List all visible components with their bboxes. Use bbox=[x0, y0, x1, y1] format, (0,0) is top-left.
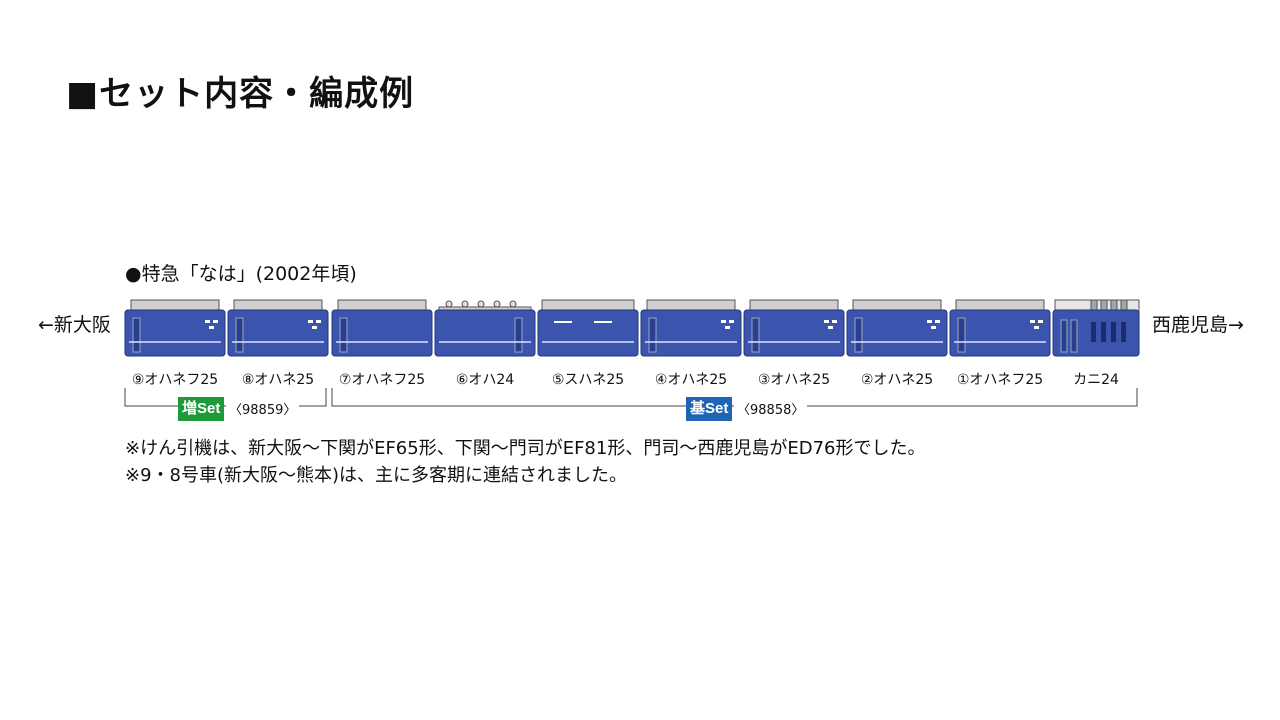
car-1 bbox=[949, 299, 1051, 357]
car-label: ⑥オハ24 bbox=[455, 372, 515, 388]
car-label: ⑦オハネフ25 bbox=[338, 372, 426, 388]
car-6 bbox=[434, 300, 536, 357]
car-label: ⑨オハネフ25 bbox=[131, 372, 219, 388]
car-label: ③オハネ25 bbox=[757, 372, 831, 388]
car-label: ②オハネ25 bbox=[860, 372, 934, 388]
note-locomotives: ※けん引機は、新大阪～下関がEF65形、下関～門司がEF81形、門司～西鹿児島が… bbox=[125, 438, 926, 459]
car-kani24 bbox=[1052, 299, 1140, 357]
car-9 bbox=[124, 299, 226, 357]
car-7 bbox=[331, 299, 433, 357]
base-set-tag: 基Set bbox=[686, 397, 733, 421]
car-2 bbox=[846, 299, 948, 357]
train-diagram bbox=[124, 299, 1140, 357]
car-label: ①オハネフ25 bbox=[956, 372, 1044, 388]
car-label: ④オハネ25 bbox=[654, 372, 728, 388]
destination-right: 西鹿児島→ bbox=[1152, 314, 1244, 336]
car-4 bbox=[640, 299, 742, 357]
add-set-number: 〈98859〉 bbox=[226, 399, 300, 418]
car-5 bbox=[537, 299, 639, 357]
note-extra-cars: ※9・8号車(新大阪～熊本)は、主に多客期に連結されました。 bbox=[125, 465, 628, 486]
car-label: ⑤スハネ25 bbox=[551, 372, 625, 388]
car-8 bbox=[227, 299, 329, 357]
car-label: カニ24 bbox=[1073, 372, 1119, 388]
add-set-tag: 増Set bbox=[178, 397, 225, 421]
car-label: ⑧オハネ25 bbox=[241, 372, 315, 388]
destination-left: ←新大阪 bbox=[38, 314, 111, 336]
train-name: ●特急「なは」(2002年頃) bbox=[125, 263, 357, 285]
add-set-bracket bbox=[124, 388, 327, 407]
base-set-number: 〈98858〉 bbox=[734, 399, 808, 418]
page-title: ■セット内容・編成例 bbox=[66, 74, 415, 114]
car-3 bbox=[743, 299, 845, 357]
